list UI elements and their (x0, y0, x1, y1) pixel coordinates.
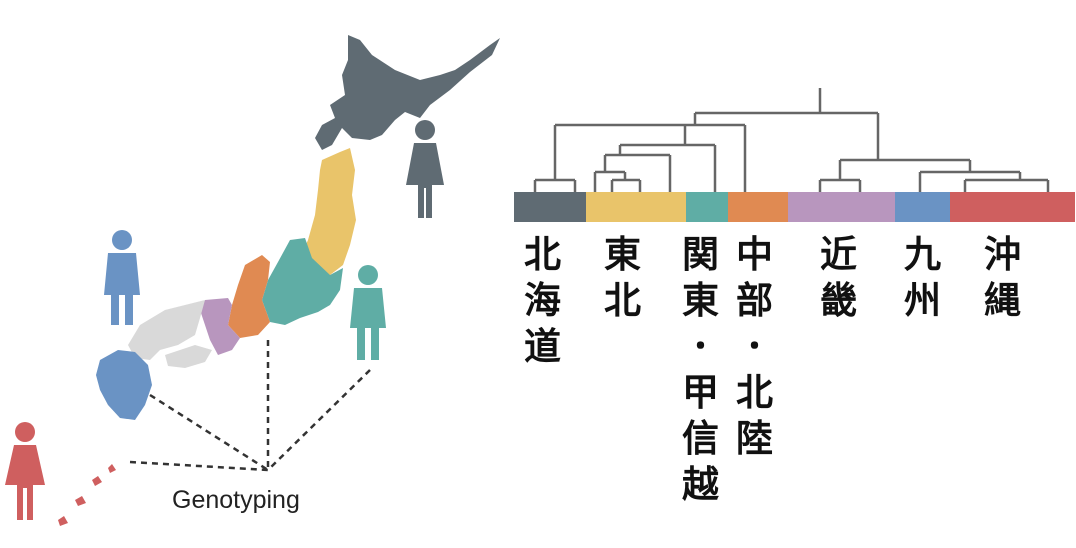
map-region-tohoku (300, 148, 356, 275)
label-kanto: 関東･甲信越 (682, 232, 719, 508)
japan-map (5, 35, 500, 526)
map-region-okinawa (58, 464, 116, 526)
label-char: 関 (682, 233, 719, 276)
label-okinawa: 沖縄 (984, 232, 1021, 324)
map-region-chubu (228, 255, 270, 338)
label-char: 畿 (820, 279, 857, 322)
color-bar-tohoku (586, 192, 686, 222)
label-char: 北 (604, 279, 641, 322)
genotyping-lines (129, 340, 371, 472)
label-char: 東 (604, 233, 641, 276)
color-bar-kyushu (895, 192, 950, 222)
figure-female-hokkaido-icon (406, 120, 444, 218)
color-bar-kanto (686, 192, 728, 222)
color-bar-kinki (788, 192, 895, 222)
color-bar-okinawa (950, 192, 1075, 222)
label-char: 東 (682, 279, 719, 322)
label-char: 近 (820, 233, 857, 276)
region-color-bar (514, 192, 1075, 222)
label-char: 陸 (736, 417, 773, 460)
color-bar-chubu (728, 192, 788, 222)
figure-male-kanto-icon (350, 265, 386, 360)
label-char: 信 (682, 417, 719, 460)
label-char: 部 (736, 279, 773, 322)
map-region-kyushu (96, 350, 152, 420)
label-char: 越 (682, 463, 719, 506)
label-char: ･ (745, 325, 764, 368)
map-region-hokkaido (315, 35, 500, 150)
figure-female-okinawa-icon (5, 422, 45, 520)
color-bar-hokkaido (514, 192, 586, 222)
map-region-shikoku (165, 345, 212, 368)
label-char: 北 (524, 233, 561, 276)
dendrogram-branches (533, 88, 1050, 192)
label-char: 中 (736, 233, 773, 276)
label-kyushu: 九州 (904, 232, 941, 324)
label-char: 沖 (984, 233, 1021, 276)
genotyping-label: Genotyping (172, 486, 300, 514)
label-char: 海 (524, 279, 561, 322)
label-char: 道 (524, 325, 561, 368)
label-kinki: 近畿 (820, 232, 857, 324)
figure-male-kyushu-icon (104, 230, 140, 325)
label-hokkaido: 北海道 (524, 232, 561, 370)
map-region-chugoku-shikoku (128, 300, 205, 360)
map-region-kinki (200, 298, 240, 355)
label-char: 北 (736, 371, 773, 414)
label-chubu: 中部･北陸 (736, 232, 773, 462)
label-char: 九 (904, 233, 941, 276)
label-tohoku: 東北 (604, 232, 641, 324)
label-char: 縄 (984, 279, 1021, 322)
dendrogram (514, 88, 1075, 222)
label-char: ･ (691, 325, 710, 368)
label-char: 甲 (682, 371, 719, 414)
label-char: 州 (904, 279, 941, 322)
map-region-kanto (262, 238, 343, 325)
